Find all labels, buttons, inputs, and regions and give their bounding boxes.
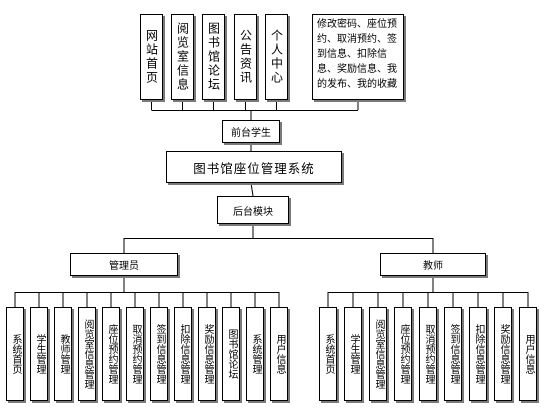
teacher-item-label: 签到信息管理 (448, 324, 459, 384)
teacher-item-box (319, 307, 337, 401)
front-student-box (222, 120, 280, 143)
front-module-label: 个人中心 (269, 29, 284, 85)
teacher-item-label: 扣除信息管理 (473, 324, 484, 384)
front-module-label: 网站首页 (144, 29, 159, 85)
front-student-label: 前台学生 (231, 128, 271, 139)
connector-line (250, 182, 254, 197)
admin-item-box (222, 307, 240, 401)
teacher-item-label: 取消预约管理 (423, 324, 434, 384)
front-module-label: 阅览室信息 (175, 22, 190, 92)
admin-item-box (126, 307, 144, 401)
admin-item-label: 系统管理 (250, 334, 261, 374)
teacher-item-label: 系统首页 (323, 334, 334, 374)
admin-item-label: 扣除信息管理 (178, 324, 189, 384)
teacher-item-label: 学生管理 (348, 334, 359, 374)
admin-item-label: 奖励信息管理 (202, 324, 213, 384)
admin-box (70, 253, 178, 276)
front-module-box (171, 14, 194, 100)
system-title: 图书馆座位管理系统 (193, 160, 315, 176)
backend-label: 后台模块 (233, 206, 273, 218)
teacher-item-box (519, 307, 537, 401)
teacher-item-label: 用户信息 (523, 334, 534, 374)
admin-item-box (6, 307, 24, 401)
admin-item-box (270, 307, 288, 401)
teacher-label: 教师 (423, 261, 443, 272)
admin-item-label: 系统首页 (10, 334, 21, 374)
system-title-box (166, 151, 342, 183)
backend-box (217, 196, 289, 224)
teacher-item-box (419, 307, 437, 401)
admin-item-label: 座位预约管理 (106, 324, 117, 384)
admin-item-box (54, 307, 72, 401)
front-module-box (140, 14, 163, 100)
teacher-item-label: 奖励信息管理 (498, 324, 509, 384)
teacher-item-label: 阅览室信息管理 (373, 319, 384, 389)
admin-item-box (174, 307, 192, 401)
admin-item-box (78, 307, 96, 401)
teacher-item-box (469, 307, 487, 401)
admin-item-box (246, 307, 264, 401)
front-module-label: 图书馆论坛 (206, 22, 221, 92)
admin-item-label: 图书馆论坛 (226, 329, 237, 379)
front-module-box (265, 14, 288, 100)
teacher-item-label: 座位预约管理 (398, 324, 409, 384)
front-module-box (202, 14, 225, 100)
admin-item-label: 用户信息 (274, 334, 285, 374)
admin-item-box (150, 307, 168, 401)
front-features-box (312, 14, 404, 100)
teacher-item-box (344, 307, 362, 401)
admin-item-label: 学生管理 (34, 334, 45, 374)
admin-item-box (30, 307, 48, 401)
admin-item-label: 阅览室信息管理 (82, 319, 93, 389)
teacher-item-box (494, 307, 512, 401)
admin-item-box (102, 307, 120, 401)
teacher-item-box (369, 307, 387, 401)
teacher-box (380, 253, 486, 276)
admin-item-label: 取消预约管理 (130, 324, 141, 384)
teacher-item-box (394, 307, 412, 401)
front-module-box (234, 14, 257, 100)
admin-item-box (198, 307, 216, 401)
front-module-label: 公告资讯 (238, 29, 253, 85)
admin-label: 管理员 (109, 261, 139, 272)
admin-item-label: 教师管理 (58, 334, 69, 374)
teacher-item-box (444, 307, 462, 401)
admin-item-label: 签到信息管理 (154, 324, 165, 384)
front-features-text: 修改密码、座位预约、取消预约、签到信息、扣除信息、奖励信息、我的发布、我的收藏 (317, 19, 397, 90)
